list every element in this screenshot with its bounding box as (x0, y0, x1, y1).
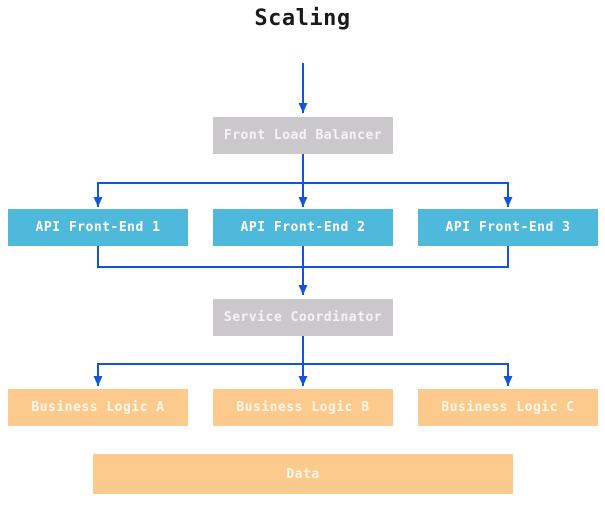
service-coordinator-node: Service Coordinator (213, 299, 393, 336)
api-front-end-3-node: API Front-End 3 (418, 209, 598, 246)
api-front-end-1-node: API Front-End 1 (8, 209, 188, 246)
data-node: Data (93, 454, 513, 494)
diagram-title: Scaling (254, 6, 351, 31)
business-logic-b-node: Business Logic B (213, 389, 393, 426)
api-front-end-2-node: API Front-End 2 (213, 209, 393, 246)
business-logic-a-node: Business Logic A (8, 389, 188, 426)
business-logic-c-node: Business Logic C (418, 389, 598, 426)
connector-arrows (93, 63, 513, 386)
front-load-balancer-node: Front Load Balancer (213, 117, 393, 154)
